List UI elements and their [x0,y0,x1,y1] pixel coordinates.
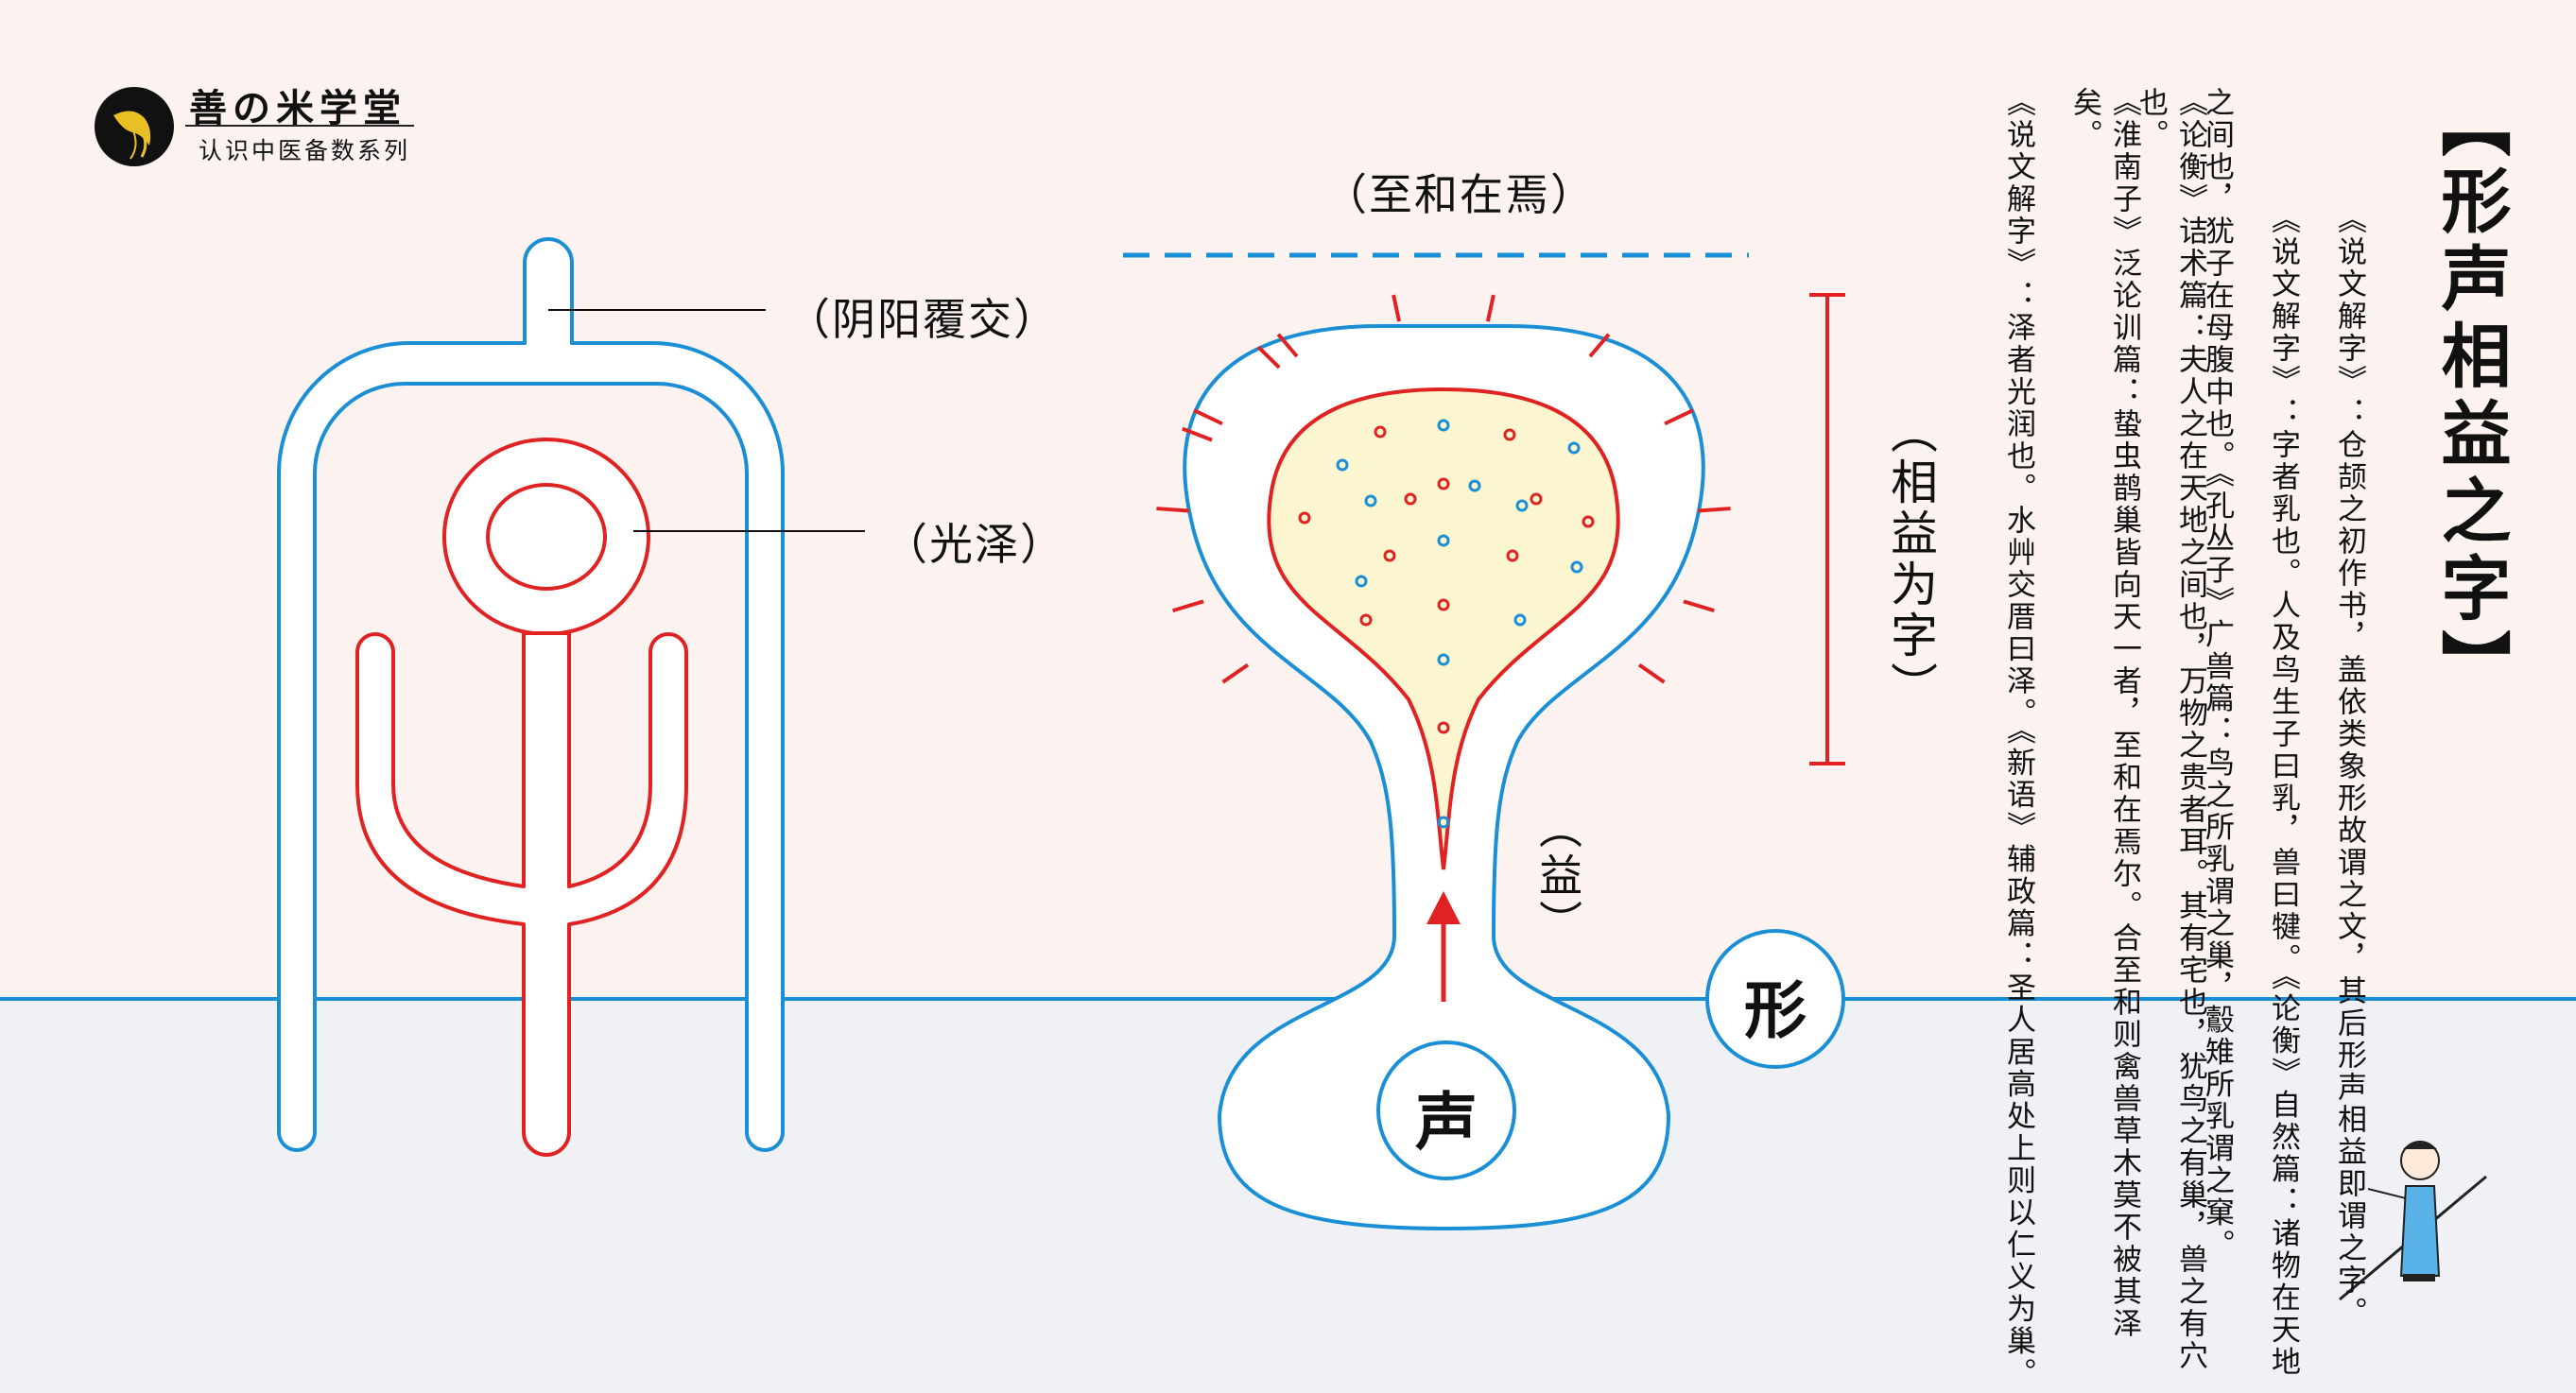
qi-dot [1364,494,1377,507]
qi-dot [1570,560,1583,574]
text-column-2: 《说文解字》：字者乳也。人及鸟生子曰乳，兽曰犍。《论衡》自然篇：诸物在天地 [2266,204,2300,1379]
label-zhihe: （至和在焉） [1323,169,1596,220]
qi-dots [1298,419,1595,829]
label-yinyang: （阴阳覆交） [787,294,1059,345]
radiating-tick [1392,294,1402,322]
logo-divider [185,125,414,127]
radiating-tick [1683,599,1715,613]
qi-dot [1298,511,1311,525]
radiating-tick [1221,662,1250,684]
radiating-tick [1588,333,1611,358]
radiating-tick [1193,408,1223,426]
page-title: 【形声相益之字】 [2429,87,2511,707]
label-yi: （益） [1532,805,1583,947]
qi-dot [1468,479,1481,492]
qi-dot [1582,515,1595,528]
figure-feet [2403,1274,2435,1281]
seal-glyph [277,237,865,1157]
radiating-tick [1276,333,1299,358]
qi-dot [1515,499,1529,512]
logo-badge [95,87,174,166]
figure-arm [2367,1188,2407,1199]
qi-dot [1437,419,1450,432]
figure-robe [2399,1185,2441,1277]
circle-xing [1705,929,1845,1069]
logo-title: 善の米学堂 [189,86,406,130]
qi-dot [1374,425,1387,439]
arrow-head [1426,891,1461,924]
scholar-figure [2339,1141,2487,1301]
radiating-tick [1182,426,1213,442]
label-guangze: （光泽） [884,519,1065,570]
qi-dot [1513,613,1527,627]
qi-dot [1437,816,1450,829]
qi-dot [1437,598,1450,611]
radiating-ticks [1156,294,1731,684]
qi-dot [1437,534,1450,547]
logo-subtitle: 认识中医备数系列 [199,137,411,164]
vase-diagram [1123,252,1845,1231]
radiating-tick [1156,507,1189,513]
qi-dot [1359,613,1373,627]
qi-dot [1355,575,1368,588]
qi-dot [1437,721,1450,734]
radiating-tick [1637,662,1666,684]
circle-sheng [1376,1040,1516,1180]
qi-dot [1567,441,1581,455]
radiating-tick [1485,294,1495,322]
glyph-ring-inner [486,483,607,591]
qi-dot [1530,492,1543,506]
qi-dot [1336,458,1349,472]
char-xing: 形 [1744,974,1807,1047]
radiating-tick [1256,345,1281,370]
qi-dot [1437,477,1450,490]
text-column-5: 《淮南子》泛论训篇：蛰虫鹊巢皆向天一者，至和在焉尔。合至和则禽兽草木莫不被其泽矣… [2067,87,2141,1340]
glyph-trident [355,631,688,1157]
glyph-outer-arch [277,237,785,1152]
qi-dot [1383,549,1396,562]
phoenix-icon [113,111,151,160]
qi-dot [1437,653,1450,666]
label-xiangyi: （相益为字） [1883,406,1938,713]
text-column-6: 《说文解字》：泽者光润也。水艸交厝曰泽。《新语》辅政篇：圣人居高处上则以仁义为巢… [2001,87,2035,1390]
text-column-3: 之间也，犹子在母腹中也。《孔丛子》广兽篇：鸟之所乳谓之巢，鷇雉所乳谓之窠。 [2200,87,2234,1262]
radiating-tick [1172,599,1204,613]
radiating-tick [1664,408,1694,426]
text-column-1: 《说文解字》：仓颉之初作书，盖依类象形故谓之文，其后形声相益即谓之字。 [2332,204,2366,1329]
qi-dot [1503,428,1516,441]
qi-dot [1506,549,1519,562]
char-sheng: 声 [1415,1086,1478,1159]
qi-dot [1404,492,1417,506]
vase-inner-bulb [1267,387,1620,870]
radiating-tick [1698,507,1731,513]
figure-hair [2403,1141,2437,1149]
text-column-4: 《论衡》诘术篇：夫人之在天地之间也，万物之贵者耳。其有宅也，犹鸟之有巢，兽之有穴… [2134,87,2207,1372]
